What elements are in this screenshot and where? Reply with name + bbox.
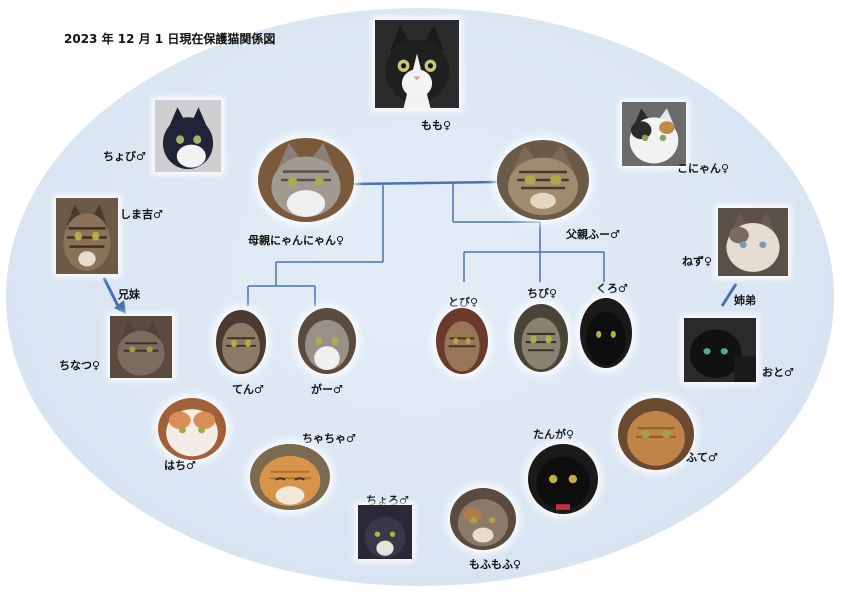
cat-name-chinatsu: ちなつ♀	[59, 359, 101, 372]
cat-name-chibi: ちび♀	[527, 287, 558, 300]
cat-name-gaa: がー♂	[311, 383, 343, 396]
cat-face-icon	[250, 444, 330, 510]
cat-face-icon	[450, 488, 516, 550]
cat-name-koniyan: こにゃん♀	[677, 162, 730, 175]
cat-name-mofumofu: もふもふ♀	[469, 558, 522, 571]
cat-photo-momo	[375, 20, 459, 108]
cat-name-chobi: ちょび♂	[103, 150, 146, 163]
cat-photo-chobi	[155, 100, 221, 172]
cat-name-ten: てん♂	[232, 383, 264, 396]
cat-photo-mofumofu	[450, 488, 516, 550]
cat-face-icon	[358, 505, 412, 559]
cat-name-hachi: はち♂	[164, 459, 196, 472]
cat-photo-chinatsu	[110, 316, 172, 378]
cat-photo-father	[497, 140, 589, 220]
cat-face-icon	[155, 100, 221, 172]
cat-face-icon	[580, 298, 632, 368]
cat-photo-chibi	[514, 304, 568, 372]
cat-face-icon	[718, 208, 788, 276]
siblings1-arrowhead	[114, 300, 126, 314]
cat-face-icon	[110, 316, 172, 378]
cat-name-futo: ふて♂	[686, 451, 718, 464]
cat-face-icon	[258, 138, 354, 222]
cat-face-icon	[56, 198, 118, 274]
cat-photo-choro	[358, 505, 412, 559]
cat-face-icon	[497, 140, 589, 220]
parents-connector	[351, 180, 499, 186]
cat-photo-ten	[216, 310, 266, 374]
diagram-title: 2023 年 12 月 1 日現在保護猫関係図	[64, 32, 276, 46]
cat-photo-gaa	[298, 308, 356, 374]
cat-name-momo: もも♀	[421, 119, 452, 132]
cat-photo-koniyan	[622, 102, 686, 166]
cat-photo-oto	[684, 318, 756, 382]
cat-photo-chachacha	[250, 444, 330, 510]
cat-name-tobi: とび♀	[448, 296, 479, 309]
cat-photo-hachi	[158, 398, 226, 460]
cat-face-icon	[528, 444, 598, 514]
cat-face-icon	[375, 20, 459, 108]
cat-photo-tanga	[528, 444, 598, 514]
cat-name-choro: ちょろ♂	[366, 494, 409, 507]
cat-name-nezu: ねず♀	[682, 255, 713, 268]
cat-face-icon	[436, 308, 488, 374]
cat-photo-shimakichi	[56, 198, 118, 274]
cat-name-mother: 母親にゃんにゃん♀	[248, 234, 345, 247]
cat-face-icon	[298, 308, 356, 374]
cat-name-kuro: くろ♂	[596, 282, 628, 295]
cat-photo-futo	[618, 398, 694, 470]
siblings1-arrow	[102, 277, 122, 311]
cat-name-oto: おと♂	[762, 366, 794, 379]
cat-photo-mother	[258, 138, 354, 222]
siblings2-label: 姉弟	[734, 294, 756, 307]
cat-photo-tobi	[436, 308, 488, 374]
cat-face-icon	[618, 398, 694, 470]
cat-photo-nezu	[718, 208, 788, 276]
cat-name-chachacha: ちゃちゃ♂	[302, 432, 356, 445]
cat-face-icon	[622, 102, 686, 166]
siblings2-arrow	[720, 283, 738, 307]
cat-photo-kuro	[580, 298, 632, 368]
cat-face-icon	[158, 398, 226, 460]
cat-name-father: 父親ふー♂	[566, 228, 620, 241]
cat-face-icon	[216, 310, 266, 374]
cat-name-tanga: たんが♀	[533, 428, 575, 441]
siblings1-label: 兄妹	[118, 288, 140, 301]
cat-name-shimakichi: しま吉♂	[120, 208, 163, 221]
cat-face-icon	[514, 304, 568, 372]
cat-face-icon	[684, 318, 756, 382]
